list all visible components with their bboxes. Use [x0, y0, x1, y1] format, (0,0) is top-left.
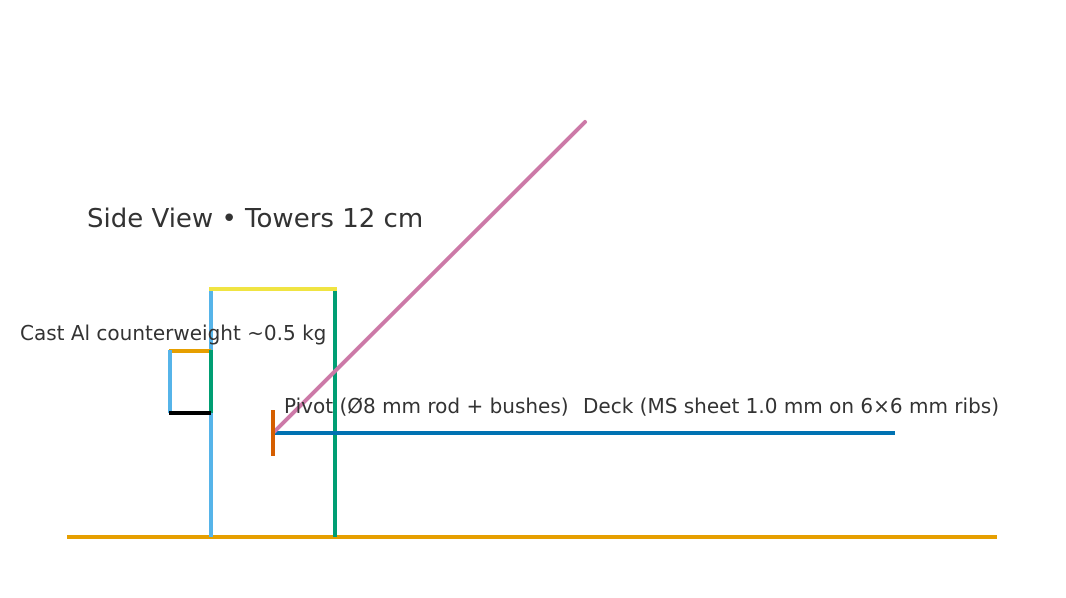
deck-label: Deck (MS sheet 1.0 mm on 6×6 mm ribs)	[583, 394, 999, 418]
counterweight-label: Cast Al counterweight ~0.5 kg	[20, 321, 326, 345]
diagram-title: Side View • Towers 12 cm	[87, 204, 423, 234]
raised-deck-line	[271, 120, 587, 435]
pivot-label: Pivot (Ø8 mm rod + bushes)	[284, 394, 569, 418]
